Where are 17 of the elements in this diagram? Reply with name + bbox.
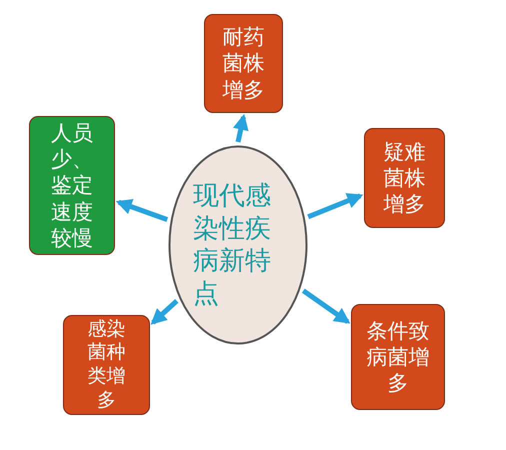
arrow — [232, 114, 249, 143]
process-box — [29, 116, 115, 255]
process-box — [364, 128, 445, 228]
node-text: 耐药菌株增多 — [222, 24, 266, 103]
process-box — [351, 304, 445, 410]
process-box — [63, 315, 150, 415]
arrow — [302, 288, 350, 324]
node-text: 人员少、鉴定速度较慢 — [50, 120, 94, 252]
process-box — [204, 14, 283, 113]
arrow — [116, 199, 168, 222]
node-text: 疑难菌株增多 — [382, 138, 426, 218]
node-text: 现代感染性疾病新特点 — [193, 180, 272, 310]
arrow — [307, 193, 364, 220]
node-text: 条件致病菌增多 — [366, 318, 430, 396]
ellipse-node — [168, 145, 308, 345]
node-text: 感染菌种类增多 — [86, 318, 126, 412]
arrow — [150, 299, 178, 325]
